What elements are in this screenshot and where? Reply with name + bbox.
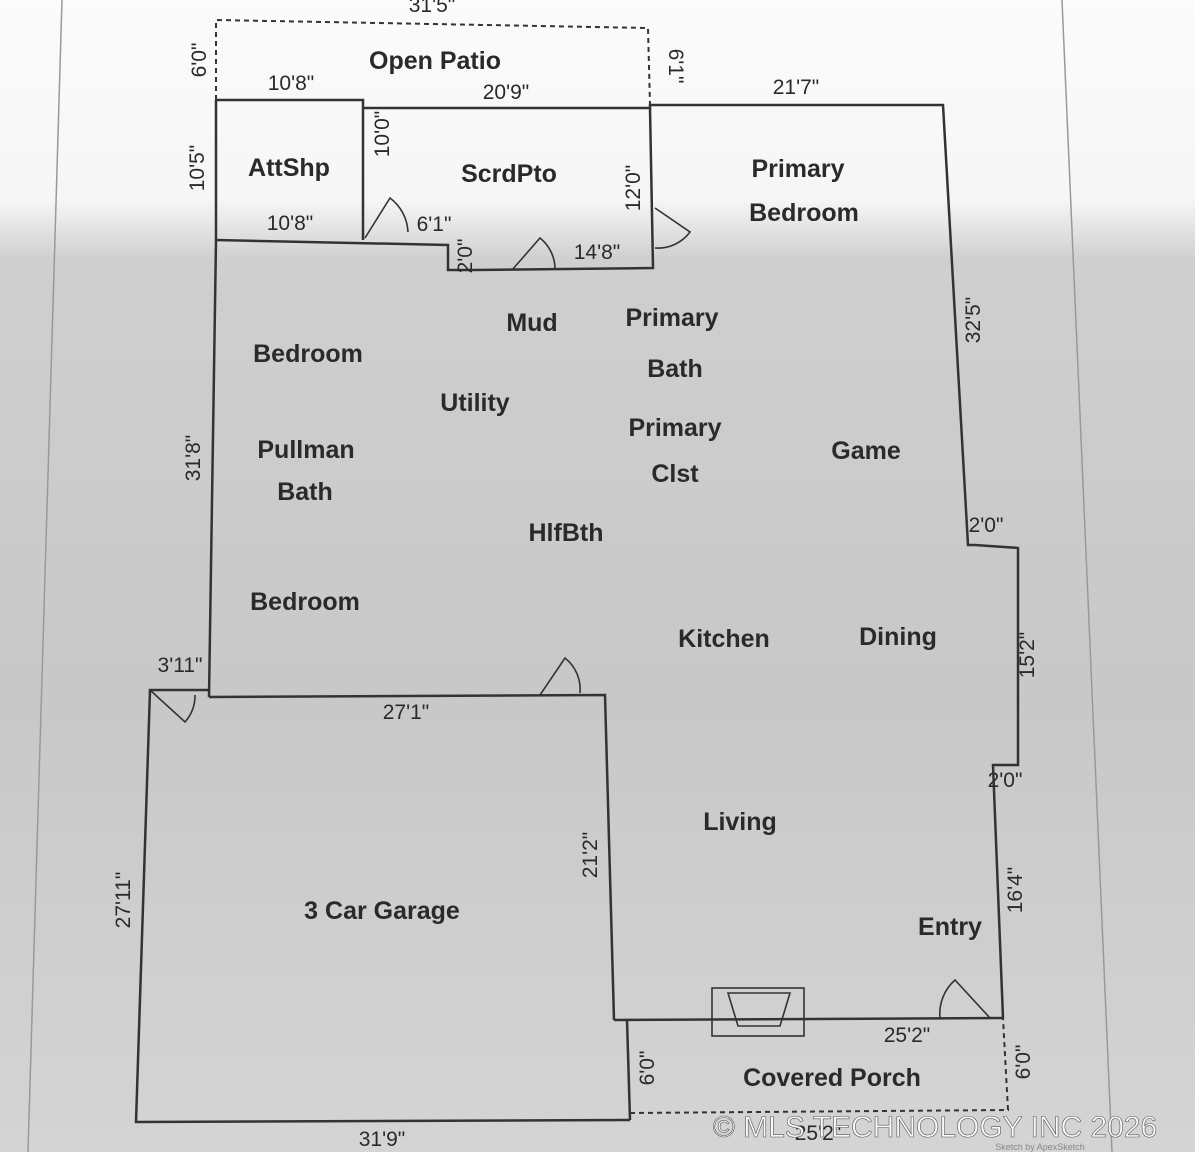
dim-garage-jog: 3'11" [158,654,203,677]
dim-bottom-width: 31'9" [359,1128,406,1151]
watermark: © MLS TECHNOLOGY INC 2026 [713,1111,1157,1144]
garage-top-wall [208,693,616,1021]
dim-jog-20: 2'0" [454,239,477,274]
dim-right-jog1: 2'0" [969,514,1004,537]
room-hlfbth: HlfBth [529,519,604,547]
dim-right-325: 32'5" [962,297,985,344]
room-pullman-bath-line1: Pullman [257,436,354,464]
room-primary-clst-line1: Primary [628,414,721,442]
dim-scrdpto-left: 10'0" [371,111,394,158]
door-swing-icon [149,689,196,724]
attshp-wall [216,98,365,240]
page-edge-left [27,0,63,1152]
room-entry: Entry [918,913,982,941]
dim-top-width: 31'5" [409,0,456,17]
room-mud: Mud [506,309,557,337]
dim-porch-bottom: 25'2" [795,1122,842,1145]
door-swing-icon [539,656,581,696]
room-scrdpto: ScrdPto [461,160,557,188]
dim-porch-top: 25'2" [884,1024,931,1047]
porch-top-wall [613,1016,1004,1022]
room-primary-clst-line2: Clst [651,460,699,488]
dim-right-164: 16'4" [1004,867,1027,914]
open-patio-outline [215,18,651,106]
dim-patio-right: 6'1" [664,49,687,84]
dim-patio-depth: 6'0" [188,43,211,78]
dim-porch-right: 6'0" [1012,1045,1035,1080]
dim-garage-left: 27'11" [112,872,135,929]
dim-scrdpto-right: 12'0" [622,165,645,212]
room-primary-bedroom-line1: Primary [751,155,844,183]
dim-primary-top: 21'7" [773,76,820,99]
room-garage: 3 Car Garage [304,897,460,925]
door-swing-icon [654,207,692,249]
dim-left-318: 31'8" [182,435,205,482]
dim-garage-top: 27'1" [383,701,430,724]
room-covered-porch: Covered Porch [743,1064,921,1092]
room-dining: Dining [859,623,937,651]
porch-dashed-outline [629,1017,1010,1114]
dim-garage-right: 21'2" [579,832,602,879]
dim-right-jog2: 2'0" [988,769,1023,792]
dim-jog-148: 14'8" [574,241,621,264]
room-open-patio: Open Patio [369,47,501,75]
room-bedroom-upper: Bedroom [253,340,363,368]
dim-scrdpto-top: 20'9" [483,81,530,104]
room-primary-bath-line1: Primary [625,304,718,332]
room-attshp: AttShp [248,154,330,182]
fireplace-hearth [726,992,792,1027]
room-living: Living [703,808,777,836]
dim-jog-61: 6'1" [417,213,452,236]
door-swing-icon [511,236,556,271]
outer-wall-top-right [363,103,1020,1019]
room-pullman-bath-line2: Bath [277,478,333,506]
door-swing-icon [364,196,409,239]
dim-attshp-left: 10'5" [186,145,209,192]
garage-outer-wall [134,688,631,1124]
room-primary-bath-line2: Bath [647,355,703,383]
room-bedroom-lower: Bedroom [250,588,360,616]
dim-porch-left: 6'0" [636,1051,659,1086]
room-kitchen: Kitchen [678,625,770,653]
sketch-credit: Sketch by ApexSketch [995,1142,1085,1152]
room-game: Game [831,437,901,465]
door-swing-icon [939,978,991,1019]
dim-attshp-top: 10'8" [268,72,315,95]
room-primary-bedroom-line2: Bedroom [749,199,859,227]
dim-attshp-bottom: 10'8" [267,212,314,235]
page-edge-right [1061,0,1113,1152]
fireplace-icon [711,987,805,1037]
dim-right-152: 15'2" [1016,632,1039,679]
porch-left-wall [625,1019,632,1121]
room-utility: Utility [440,389,510,417]
